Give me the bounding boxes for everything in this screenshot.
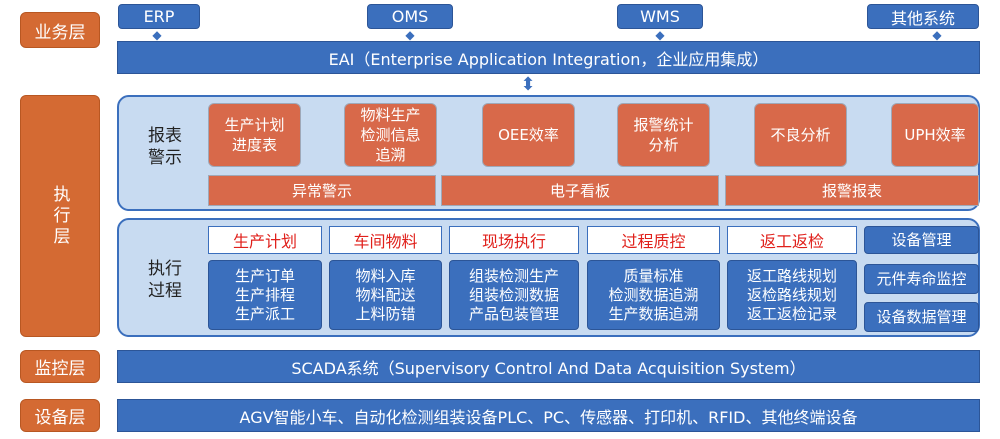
- connector-arrow-icon: ◆: [152, 28, 162, 42]
- process-head: 返工返检: [727, 226, 857, 254]
- connector-arrow-icon: ◆: [655, 28, 665, 42]
- report-bar-alerts: 异常警示: [208, 175, 436, 206]
- report-box: 报警统计 分析: [617, 103, 710, 167]
- report-label: 报表 警示: [148, 126, 182, 168]
- report-box: 物料生产 检测信息 追溯: [344, 103, 437, 167]
- component-life-monitor: 元件寿命监控: [864, 264, 979, 294]
- process-items: 生产订单 生产排程 生产派工: [208, 260, 322, 330]
- report-box: 不良分析: [754, 103, 847, 167]
- system-oms: OMS: [367, 4, 453, 29]
- process-items: 质量标准 检测数据追溯 生产数据追溯: [587, 260, 720, 330]
- report-box: UPH效率: [891, 103, 979, 167]
- process-head: 现场执行: [449, 226, 579, 254]
- process-head: 车间物料: [329, 226, 442, 254]
- process-head: 生产计划: [208, 226, 322, 254]
- report-bar-dashboard: 电子看板: [441, 175, 719, 206]
- process-items: 组装检测生产 组装检测数据 产品包装管理: [449, 260, 579, 330]
- system-erp: ERP: [118, 4, 200, 29]
- connector-arrow-icon: ◆: [405, 28, 415, 42]
- report-box: OEE效率: [482, 103, 575, 167]
- process-head: 过程质控: [587, 226, 720, 254]
- report-bar-reports: 报警报表: [725, 175, 979, 206]
- layer-label-monitoring: 监控层: [20, 350, 100, 383]
- devices-bar: AGV智能小车、自动化检测组装设备PLC、PC、传感器、打印机、RFID、其他终…: [117, 399, 980, 432]
- layer-label-execution-text: 执行层: [49, 184, 70, 248]
- layer-label-equipment: 设备层: [20, 399, 100, 432]
- report-box: 生产计划 进度表: [208, 103, 301, 167]
- eai-bar: EAI（Enterprise Application Integration，企…: [117, 41, 980, 74]
- system-other: 其他系统: [867, 4, 979, 29]
- process-label: 执行 过程: [148, 259, 182, 301]
- process-items: 返工路线规划 返检路线规划 返工返检记录: [727, 260, 857, 330]
- layer-label-business: 业务层: [20, 12, 100, 48]
- up-down-arrow-icon: ⬍: [520, 74, 536, 95]
- layer-label-execution: 执行层: [20, 95, 100, 337]
- system-wms: WMS: [617, 4, 703, 29]
- equipment-data-mgmt: 设备数据管理: [864, 302, 979, 332]
- connector-arrow-icon: ◆: [932, 28, 942, 42]
- equipment-mgmt: 设备管理: [864, 226, 979, 254]
- scada-bar: SCADA系统（Supervisory Control And Data Acq…: [117, 350, 980, 383]
- process-items: 物料入库 物料配送 上料防错: [329, 260, 442, 330]
